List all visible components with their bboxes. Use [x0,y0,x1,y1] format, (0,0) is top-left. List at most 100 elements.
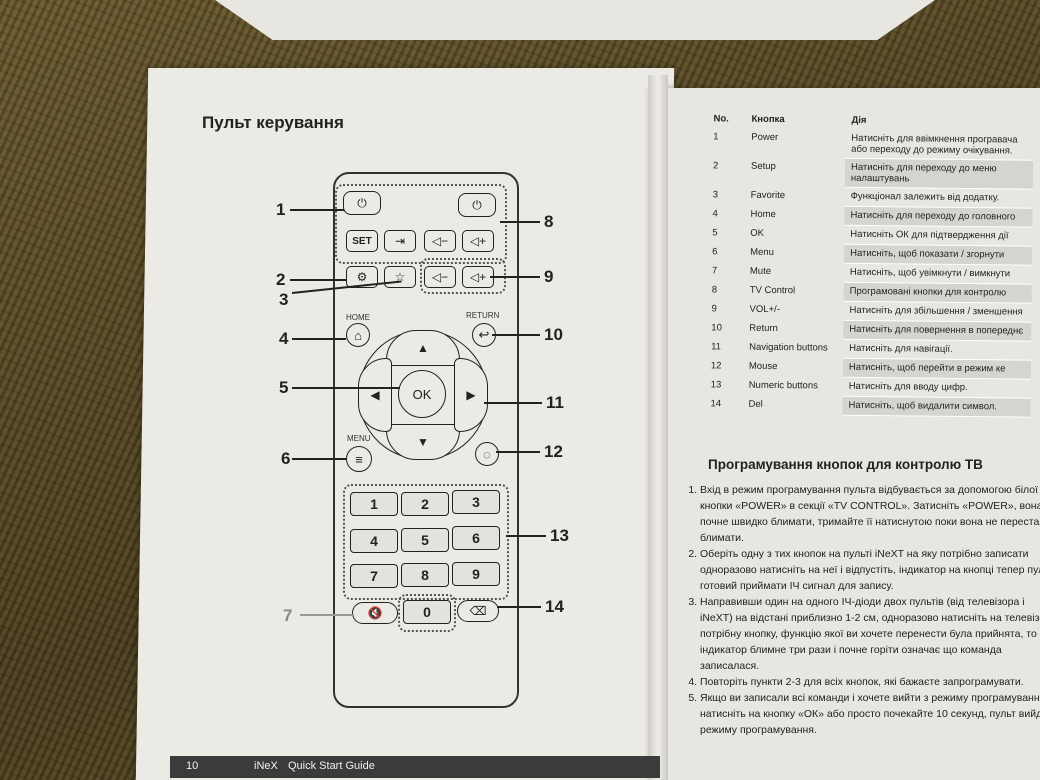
favorite-star-icon[interactable]: ☆ [384,266,416,288]
row-action: Натисніть для ввімкнення програвача або … [845,129,1034,161]
callout-line-4 [292,338,346,340]
row-button: Return [749,322,778,334]
tv-set-button[interactable]: SET [346,230,378,252]
volume-down-icon[interactable]: ◁− [424,266,456,288]
table-row: 14 Del Натисніть, щоб видалити символ. [704,395,1031,418]
step-item: Повторіть пункти 2-3 для всіх кнопок, як… [700,674,1040,690]
callout-2: 2 [276,270,286,289]
step-item: Направивши один на одного ІЧ-діоди двох … [700,594,1040,674]
callout-line-7 [300,614,354,616]
page-number: 10 [186,760,199,772]
header-no: No. [713,113,729,125]
callout-4: 4 [279,329,289,348]
row-no: 14 [710,397,722,409]
number-6-button[interactable]: 6 [452,526,500,550]
number-5-button[interactable]: 5 [401,528,449,552]
menu-label: MENU [347,434,371,443]
row-button: Favorite [744,186,845,207]
number-1-button[interactable]: 1 [350,492,398,516]
nav-left-button[interactable]: ◀ [358,358,392,432]
power-button[interactable]: ⏻ [343,191,381,215]
step-item: Якщо ви записали всі команди і хочете ви… [700,690,1040,738]
setup-gear-icon[interactable]: ⚙ [346,266,378,288]
callout-6: 6 [281,449,291,468]
row-no: 5 [706,223,745,244]
number-0-button[interactable]: 0 [403,600,451,624]
row-action: Натисніть для переходу до меню налаштува… [844,158,1034,190]
row-button: OK [744,224,845,245]
mouse-icon[interactable]: ◌ [475,442,499,466]
row-button: Menu [750,246,774,258]
callout-8: 8 [544,212,554,231]
row-button: Home [750,208,776,220]
tv-input-icon[interactable]: ⇥ [384,230,416,252]
row-button: Del [748,398,763,410]
row-action: Натисніть для повернення в попереднє [843,320,1032,342]
tv-volume-up-icon[interactable]: ◁+ [462,230,494,252]
tv-volume-down-icon[interactable]: ◁− [424,230,456,252]
row-action: Функціонал залежить від додатку. [844,187,1033,209]
remote-control-outline [333,172,519,708]
book-gutter [648,75,668,780]
number-2-button[interactable]: 2 [401,492,449,516]
number-7-button[interactable]: 7 [350,564,398,588]
callout-line-13 [506,535,546,537]
zero-group [398,594,456,632]
row-action: Програмовані кнопки для контролю [843,282,1032,304]
programming-steps: Вхід в режим програмування пульта відбув… [682,482,1040,738]
tv-power-button[interactable]: ⏻ [458,193,496,217]
ok-button[interactable]: OK [398,370,446,418]
row-action: Натисніть, щоб видалити символ. [842,396,1031,418]
home-icon[interactable]: ⌂ [346,323,370,347]
number-9-button[interactable]: 9 [452,562,500,586]
row-action: Натисніть для навігації. [843,339,1032,361]
menu-icon[interactable]: ≡ [346,446,372,472]
number-3-button[interactable]: 3 [452,490,500,514]
callout-line-12 [496,451,540,453]
row-no: 3 [706,185,745,206]
callout-5: 5 [279,378,289,397]
mute-icon[interactable]: 🔇 [352,602,398,624]
row-button: Power [745,128,846,159]
row-no: 4 [712,207,718,219]
left-page-footer: 10 iNeX Quick Start Guide [170,756,660,778]
callout-14: 14 [545,597,564,616]
callout-line-14 [497,606,541,608]
callout-line-9 [490,276,540,278]
header-action: Дія [851,114,867,126]
return-label: RETURN [466,311,500,320]
callout-11: 11 [546,393,564,412]
row-no: 13 [704,375,743,396]
footer-brand: iNeX [254,760,278,772]
box-edge [215,0,935,40]
callout-10: 10 [544,325,563,344]
number-4-button[interactable]: 4 [350,529,398,553]
callout-line-8 [500,221,540,223]
row-button: TV Control [749,284,796,296]
callout-1: 1 [276,200,286,219]
row-no: 7 [705,261,745,282]
row-no: 2 [712,159,719,171]
row-button: Mute [743,262,845,283]
row-button: Navigation buttons [743,338,844,359]
number-8-button[interactable]: 8 [401,563,449,587]
nav-right-button[interactable]: ▶ [454,358,488,432]
callout-line-1 [290,209,344,211]
row-button: Mouse [748,360,778,372]
row-no: 6 [712,245,718,257]
delete-icon[interactable]: ⌫ [457,600,499,622]
row-no: 8 [711,283,718,295]
row-action: Натисніть для збільшення / зменшення [843,301,1032,323]
row-action: Натисніть, щоб перейти в режим ке [842,358,1032,380]
callout-line-11 [484,402,542,404]
callout-7: 7 [283,606,293,625]
row-button: VOL+/- [743,300,844,321]
page-title: Пульт керування [202,113,344,132]
row-button: Numeric buttons [742,376,843,397]
row-no: 1 [707,128,746,158]
row-action: Натисніть, щоб увімкнути / вимкнути [843,263,1032,285]
callout-12: 12 [544,442,563,461]
step-item: Вхід в режим програмування пульта відбув… [700,482,1040,546]
row-no: 11 [705,337,744,358]
